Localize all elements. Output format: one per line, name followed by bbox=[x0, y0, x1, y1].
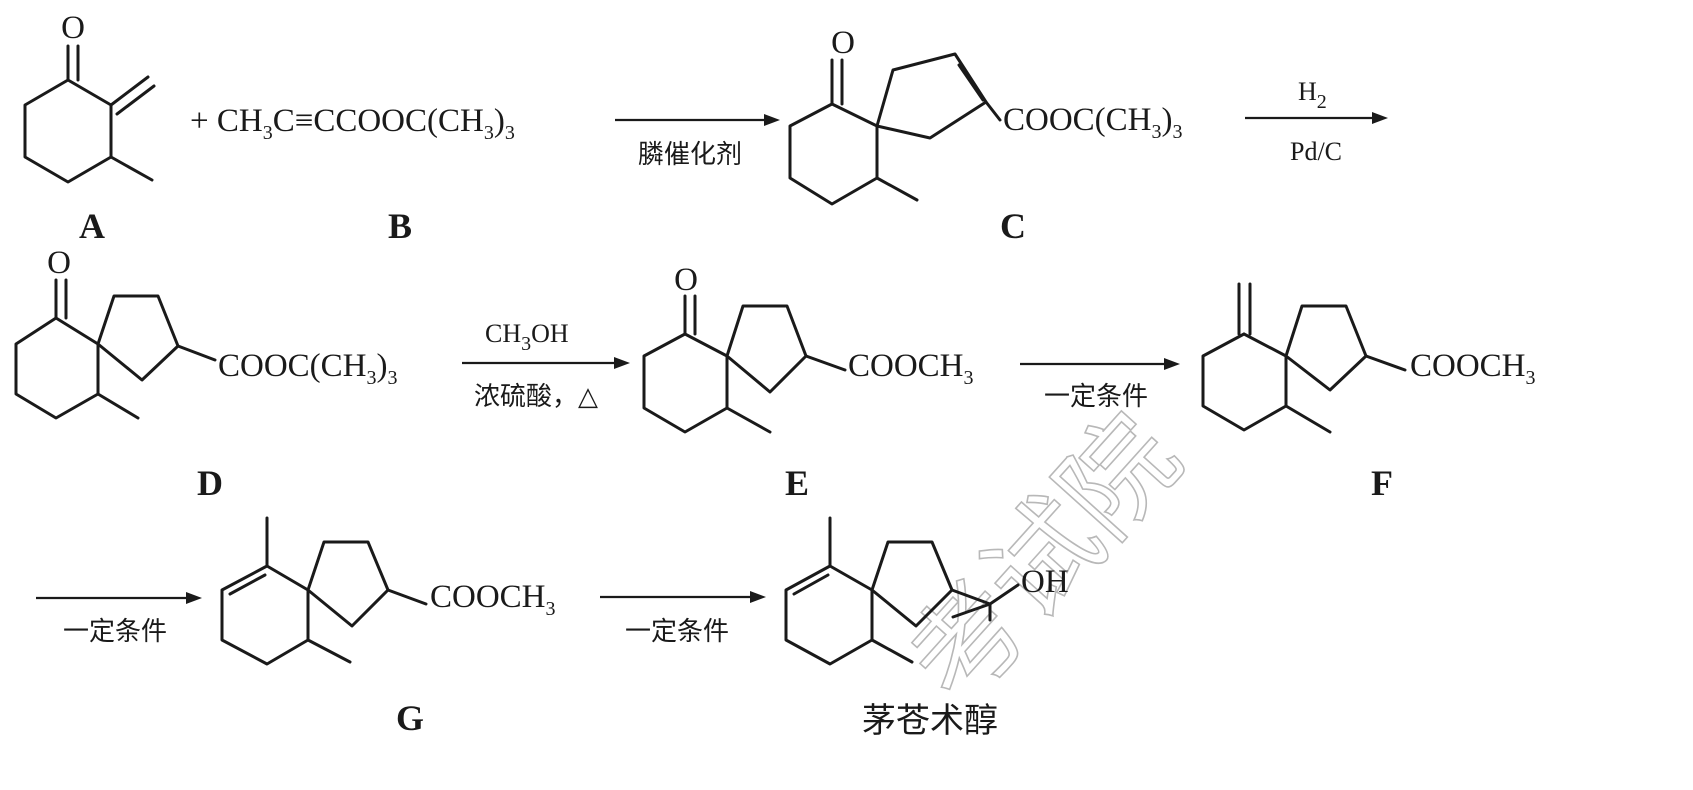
compound-e-ester-group: COOCH3 bbox=[848, 348, 974, 389]
compound-e-structure: O bbox=[642, 262, 847, 434]
arrow-1-condition: 膦催化剂 bbox=[638, 140, 742, 170]
arrow-6-condition: 一定条件 bbox=[625, 617, 729, 647]
compound-b-label: B bbox=[388, 206, 412, 246]
arrow-1 bbox=[615, 114, 780, 126]
arrow-2-catalyst: Pd/C bbox=[1290, 137, 1342, 166]
compound-c-oxygen: O bbox=[831, 25, 855, 61]
compound-a-structure: O bbox=[23, 10, 156, 184]
compound-g-ester-group: COOCH3 bbox=[430, 579, 556, 620]
arrow-4-condition: 一定条件 bbox=[1044, 382, 1148, 412]
compound-d-ester-group: COOC(CH3)3 bbox=[218, 348, 398, 389]
compound-d-oxygen: O bbox=[47, 245, 71, 281]
compound-g-structure bbox=[220, 516, 428, 666]
compound-d-structure: O bbox=[14, 245, 217, 420]
compound-a-label: A bbox=[79, 206, 105, 246]
arrow-3 bbox=[462, 357, 630, 369]
compound-f-ester-group: COOCH3 bbox=[1410, 348, 1536, 389]
compound-c-label: C bbox=[1000, 206, 1026, 246]
compound-f-label: F bbox=[1371, 463, 1393, 503]
arrow-5 bbox=[36, 592, 202, 604]
compound-b-formula: + CH3C≡CCOOC(CH3)3 bbox=[190, 103, 515, 144]
compound-d-label: D bbox=[197, 463, 223, 503]
watermark: 考试院 bbox=[883, 391, 1204, 728]
arrow-3-condition: 浓硫酸，△ bbox=[474, 382, 598, 412]
compound-c-structure: O bbox=[788, 25, 1002, 206]
product-structure bbox=[784, 516, 1020, 666]
product-name: 茅苍术醇 bbox=[862, 701, 998, 741]
product-hydroxyl-group: OH bbox=[1021, 564, 1069, 600]
arrow-3-reagent: CH3OH bbox=[485, 319, 569, 355]
arrow-4 bbox=[1020, 358, 1180, 370]
arrow-2 bbox=[1245, 112, 1388, 124]
compound-a-oxygen: O bbox=[61, 10, 85, 46]
compound-g-label: G bbox=[396, 698, 424, 738]
compound-e-oxygen: O bbox=[674, 262, 698, 298]
compound-e-label: E bbox=[785, 463, 809, 503]
compound-c-ester-group: COOC(CH3)3 bbox=[1003, 102, 1183, 143]
arrow-2-reagent: H2 bbox=[1298, 77, 1327, 113]
arrow-5-condition: 一定条件 bbox=[63, 617, 167, 647]
arrow-6 bbox=[600, 591, 766, 603]
compound-f-structure bbox=[1201, 282, 1407, 434]
